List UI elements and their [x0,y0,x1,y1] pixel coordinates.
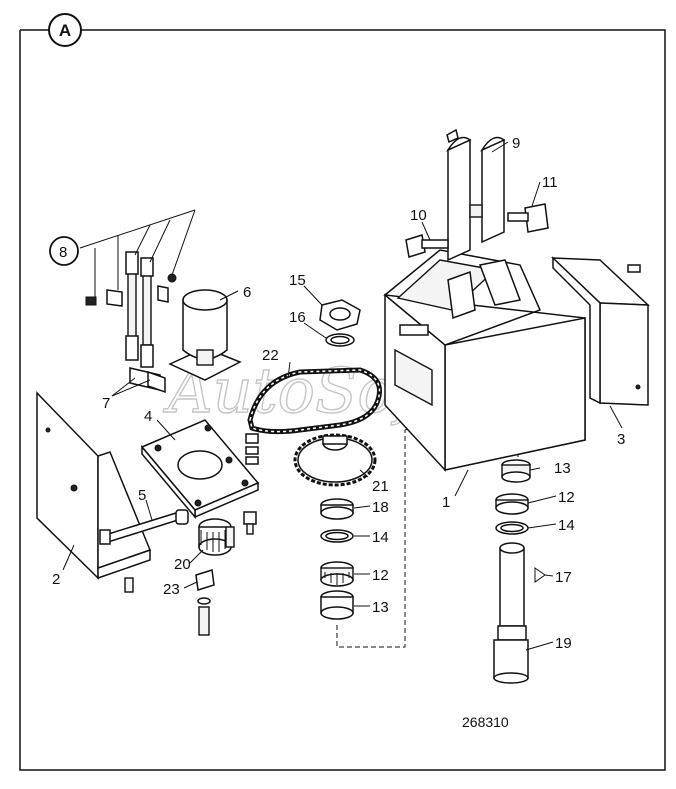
part-16-washer [325,333,355,347]
part-5-bolt [99,509,189,545]
part-17-clip [534,567,546,583]
part-1-main-housing [383,249,586,472]
callout-17: 17 [555,569,572,586]
callout-13: 13 [554,460,571,477]
bearing-stack-left [320,498,354,620]
callout-9: 9 [512,135,520,152]
callout-2: 2 [52,571,60,588]
callout-16: 16 [289,309,306,326]
callout-4: 4 [144,408,152,425]
callout-22: 22 [262,347,279,364]
callout-3: 3 [617,431,625,448]
part-3-cover-plate [551,256,650,406]
part-21-driven-sprocket [293,433,377,487]
view-label-circle [48,13,82,47]
bearing-stack-right [495,459,531,535]
callout-10: 10 [410,207,427,224]
callout-19: 19 [555,635,572,652]
callout-11: 11 [542,174,558,191]
leader-lines [62,141,623,651]
callout-8-circle [49,236,79,266]
part-6-motor [168,289,242,381]
part-9-bracket [446,128,506,262]
callout-5: 5 [138,487,146,504]
small-bolts [124,264,641,593]
callout-8: 8 [59,244,67,261]
part-23-nut [195,569,215,636]
part-20-drive-sprocket [198,518,232,556]
callout-12-left: 12 [372,567,389,584]
part-19-spindle [493,542,529,684]
part-11-pin [507,203,549,233]
callout-13-left: 13 [372,599,389,616]
callout-20: 20 [174,556,191,573]
view-label: A [59,21,71,40]
drawing-number: 268310 [462,714,509,730]
callout-12: 12 [558,489,575,506]
part-15-coupling [319,299,361,331]
part-10-pin [405,234,449,258]
callout-21: 21 [372,478,389,495]
callout-23: 23 [163,581,180,598]
callout-14: 14 [558,517,575,534]
callout-18: 18 [372,499,389,516]
callout-7: 7 [102,395,110,412]
part-7-8-hydraulic-pipes [85,251,177,394]
callout-6: 6 [243,284,251,301]
diagram-frame [19,29,666,771]
part-4-mounting-plate [140,419,260,520]
callout-1: 1 [442,494,450,511]
callout-15: 15 [289,272,306,289]
part-2-side-plate [36,391,151,580]
part-22-chain [247,367,382,435]
callout-14-left: 14 [372,529,389,546]
